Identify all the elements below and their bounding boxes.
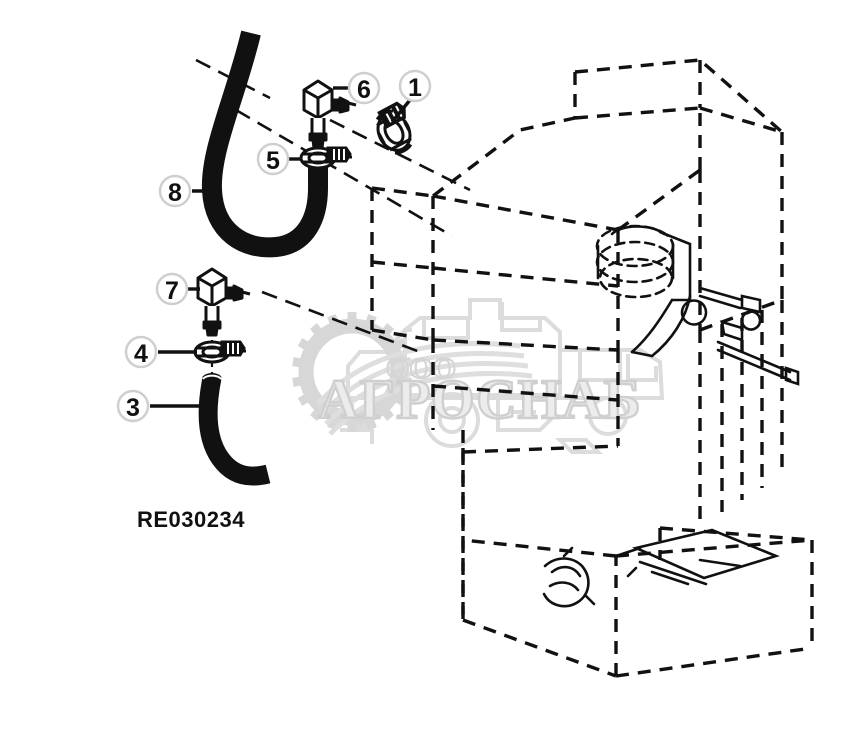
callout-8[interactable]: 8 <box>158 174 192 208</box>
elbow-fitting-upper <box>302 79 357 150</box>
clamp-lower <box>193 340 246 364</box>
centerline-upper-b <box>235 108 453 238</box>
callout-1-label: 1 <box>408 74 422 102</box>
assembly-centerlines <box>195 58 471 354</box>
watermark-brand: АГРОСНАБ <box>317 368 642 432</box>
tank-upper-left <box>371 186 434 198</box>
centerline-lower <box>261 290 421 354</box>
callout-8-label: 8 <box>168 179 182 207</box>
callout-1[interactable]: 1 <box>398 69 432 103</box>
assembly-solid-details <box>542 224 800 608</box>
hose-lower <box>198 373 271 486</box>
filler-neck-cap <box>595 224 692 302</box>
combine-harvester-icon <box>340 298 665 454</box>
callout-6-label: 6 <box>357 76 371 104</box>
centerline-upper-c <box>329 118 471 192</box>
lower-tube-detail <box>614 528 780 586</box>
callout-7-label: 7 <box>165 277 179 305</box>
svg-text:АГРОСНАБ: АГРОСНАБ <box>318 369 642 431</box>
reservoir-tank-assembly <box>370 58 814 678</box>
leader-1 <box>390 98 412 124</box>
callout-7[interactable]: 7 <box>155 272 189 306</box>
centerline-upper-a <box>195 58 271 100</box>
svg-text:OOO: OOO <box>386 352 456 385</box>
callout-leaders <box>150 86 412 408</box>
callout-3[interactable]: 3 <box>116 389 150 423</box>
tank-top-rear-edge <box>574 58 784 134</box>
callout-5-label: 5 <box>266 147 280 175</box>
callout-3-label: 3 <box>126 394 140 422</box>
callout-4[interactable]: 4 <box>124 335 158 369</box>
mounting-bracket <box>630 286 800 386</box>
elbow-fitting-lower <box>196 267 251 337</box>
watermark: OOO АГРОСНАБ <box>293 298 665 454</box>
lower-fitting-detail <box>542 546 596 608</box>
watermark-ooo: OOO <box>385 351 457 386</box>
clamp-upper <box>299 146 352 170</box>
callout-5[interactable]: 5 <box>256 142 290 176</box>
callout-4-label: 4 <box>134 340 148 368</box>
callout-6[interactable]: 6 <box>347 71 381 105</box>
part-number-label: RE030234 <box>137 507 245 532</box>
hose-clamp-upper <box>375 101 413 155</box>
callout-group: 1 3 4 5 6 7 8 <box>116 69 432 423</box>
